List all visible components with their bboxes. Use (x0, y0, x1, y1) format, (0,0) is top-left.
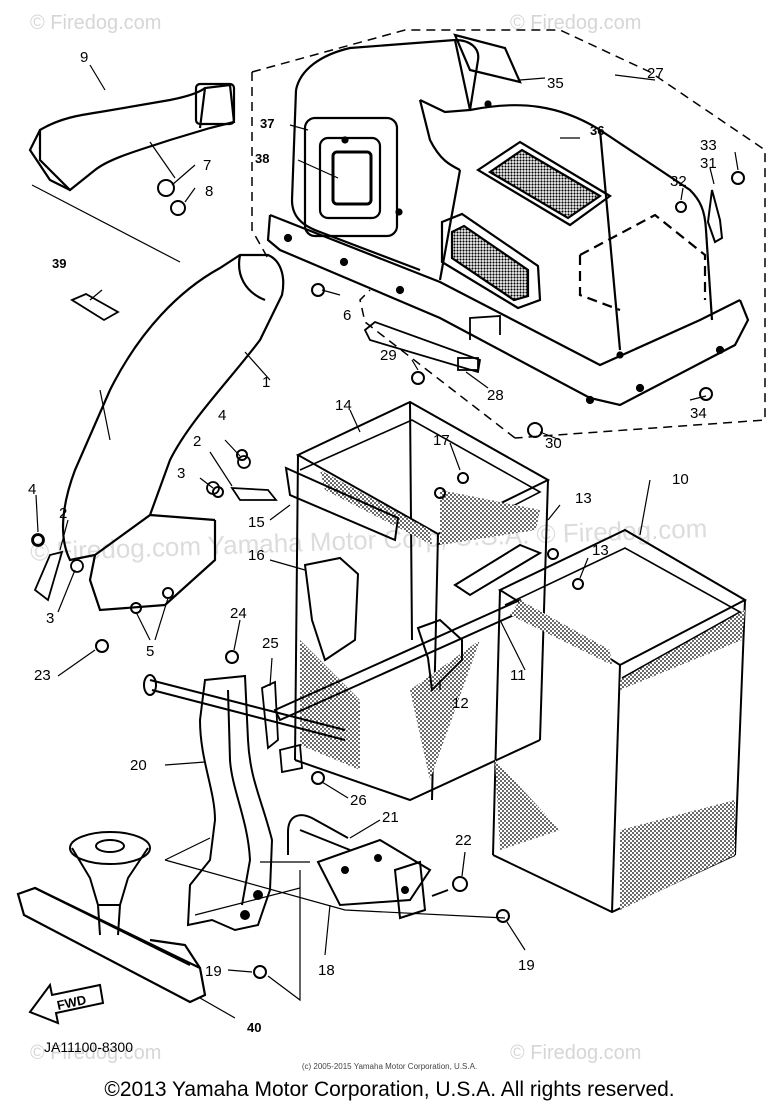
callout-20: 20 (130, 757, 147, 774)
u-bolt-21 (287, 814, 351, 855)
callout-39: 39 (52, 256, 66, 271)
grass-catcher-cover (266, 33, 750, 407)
support-arm-20 (186, 674, 274, 932)
callout-15: 15 (248, 514, 265, 531)
callout-34: 34 (690, 405, 707, 422)
bolt-29 (411, 371, 425, 385)
callout-5: 5 (146, 643, 154, 660)
callout-11: 11 (510, 667, 526, 684)
callout-12: 12 (452, 695, 469, 712)
screw-13 (572, 578, 584, 590)
copyright-notice: ©2013 Yamaha Motor Corporation, U.S.A. A… (104, 1078, 675, 1101)
callout-33: 33 (700, 137, 717, 154)
callout-10: 10 (672, 471, 689, 488)
callout-26: 26 (350, 792, 367, 809)
bolt-19b (253, 965, 267, 979)
callout-32: 32 (670, 173, 687, 190)
callout-29: 29 (380, 347, 397, 364)
fwd-label: FWD (56, 992, 88, 1013)
callout-30: 30 (545, 435, 562, 452)
callout-19-right: 19 (518, 957, 535, 974)
screw-17 (457, 472, 469, 484)
nut-8 (170, 200, 186, 216)
callout-21: 21 (382, 809, 399, 826)
callout-16: 16 (248, 547, 265, 564)
nut-24 (225, 650, 239, 664)
callout-31: 31 (700, 155, 717, 172)
screw-17b (434, 487, 446, 499)
callout-22: 22 (455, 832, 472, 849)
nut-26 (311, 771, 325, 785)
fwd-arrow (28, 982, 105, 1025)
callout-1: 1 (262, 374, 270, 391)
label-39 (70, 292, 120, 322)
bolt-32 (675, 201, 687, 213)
bolt-19a (496, 909, 510, 923)
callout-24: 24 (230, 605, 247, 622)
clip-22 (431, 876, 468, 897)
nut-34 (699, 387, 713, 401)
discharge-chute-main (62, 253, 285, 612)
blade-adapter (69, 831, 151, 936)
bolt-23 (95, 639, 109, 653)
hinge-bracket-18 (316, 838, 432, 920)
callout-13-upper: 13 (575, 490, 592, 507)
mower-blade-40 (16, 886, 207, 1004)
callout-14: 14 (335, 397, 352, 414)
diagram-code: JA11100-8300 (44, 1039, 133, 1055)
cover-bracket (363, 315, 501, 374)
callout-27: 27 (647, 65, 664, 82)
bolt-33 (731, 171, 745, 185)
callout-2-upper: 2 (193, 433, 201, 450)
watermark-bottom-left: © Firedog.com (30, 1042, 162, 1064)
callout-7: 7 (203, 157, 211, 174)
watermark-top-right: © Firedog.com (510, 12, 642, 34)
callout-8: 8 (205, 183, 213, 200)
callout-38: 38 (255, 151, 269, 166)
callout-40: 40 (247, 1020, 261, 1035)
callout-28: 28 (487, 387, 504, 404)
bolt-4a (236, 449, 248, 461)
leader-lines (35, 64, 739, 1019)
discharge-chute-upper (28, 82, 236, 192)
callout-17: 17 (433, 432, 450, 449)
nut-30 (527, 422, 543, 438)
cover-assembly-outline (251, 29, 766, 439)
bolt-3 (212, 486, 224, 498)
callout-3-upper: 3 (177, 465, 185, 482)
watermark-bottom-right: © Firedog.com (510, 1042, 642, 1064)
bolt-4b (32, 534, 44, 546)
callout-25: 25 (262, 635, 279, 652)
callout-19-left: 19 (205, 963, 222, 980)
bolt-5b (162, 587, 174, 599)
latch-31 (706, 189, 724, 244)
callout-35: 35 (547, 75, 564, 92)
callout-4-left: 4 (28, 481, 36, 498)
grass-bag-right (492, 528, 748, 914)
grass-bag-left (294, 400, 551, 802)
callout-labels: 9 7 8 35 27 37 38 36 33 32 31 39 6 1 29 … (28, 49, 717, 1035)
callout-18: 18 (318, 962, 335, 979)
callout-37: 37 (260, 116, 274, 131)
washer-7 (157, 179, 175, 197)
rod-pin (143, 674, 346, 741)
screw-13b (547, 548, 559, 560)
callout-2-left: 2 (59, 505, 67, 522)
callout-4-upper: 4 (218, 407, 226, 424)
callout-13-lower: 13 (592, 542, 609, 559)
callout-23: 23 (34, 667, 51, 684)
watermark-top-left: © Firedog.com (30, 12, 162, 34)
callout-9: 9 (80, 49, 88, 66)
small-copyright: (c) 2005-2015 Yamaha Motor Corporation, … (301, 1062, 478, 1071)
callout-3-left: 3 (46, 610, 54, 627)
callout-6: 6 (343, 307, 351, 324)
callout-36: 36 (590, 123, 604, 138)
